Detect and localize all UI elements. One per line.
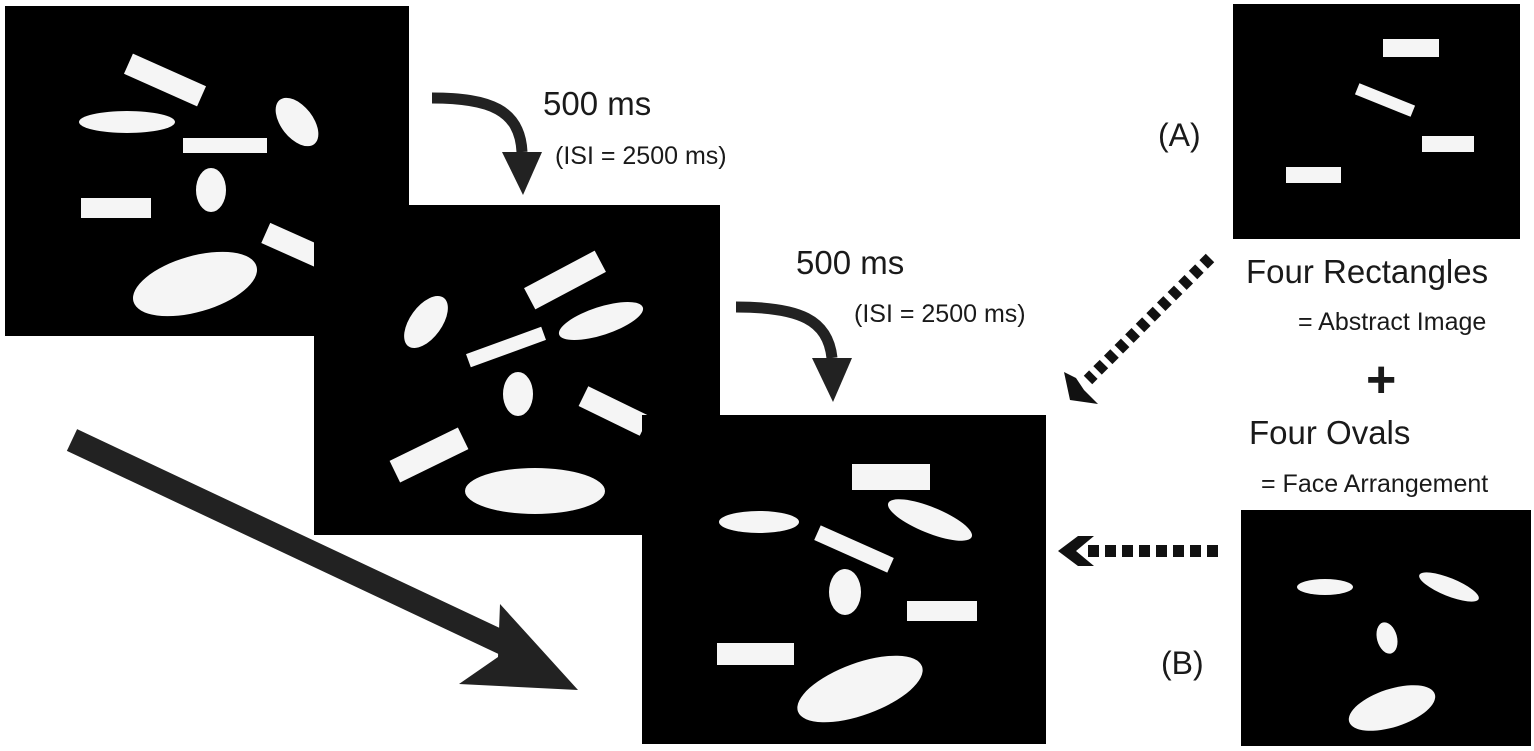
condition-b-title: Four Ovals — [1249, 414, 1411, 451]
curved-arrow-1-head — [502, 152, 542, 195]
oval — [558, 301, 644, 341]
rectangle — [852, 464, 930, 490]
plus-sign: + — [1366, 351, 1397, 409]
curved-arrow-1 — [431, 92, 528, 153]
rectangle — [524, 250, 606, 310]
oval — [1419, 572, 1479, 602]
rectangle — [1354, 83, 1416, 117]
dashed-arrow-a — [1083, 253, 1215, 385]
timing-duration-1: 500 ms — [543, 85, 652, 122]
rectangle — [1422, 136, 1474, 152]
timing-isi-1: (ISI = 2500 ms) — [555, 142, 727, 170]
oval — [404, 295, 448, 349]
oval — [797, 655, 923, 723]
curved-arrow-2 — [735, 301, 838, 359]
oval — [132, 251, 258, 317]
rectangle — [183, 138, 267, 153]
rectangle — [1286, 167, 1341, 183]
condition-a-description: = Abstract Image — [1298, 308, 1487, 336]
oval — [887, 499, 973, 541]
oval — [719, 511, 799, 533]
stimulus-panel-1 — [5, 6, 409, 336]
rectangle — [466, 326, 546, 368]
diagonal-arrow-head — [459, 604, 578, 690]
rectangle — [389, 427, 469, 483]
curved-arrow-2-head — [812, 358, 852, 402]
oval — [465, 468, 605, 514]
rectangle — [81, 198, 151, 218]
stimulus-four-rectangles — [1233, 4, 1520, 239]
dashed-arrow-b-head — [1058, 536, 1094, 566]
oval — [1297, 579, 1353, 595]
oval — [829, 569, 861, 615]
rectangle — [123, 53, 207, 107]
oval — [503, 372, 533, 416]
stimulus-four-ovals — [1241, 510, 1531, 746]
four-ovals-shapes — [1297, 572, 1479, 731]
rectangle — [907, 601, 977, 621]
timing-duration-2: 500 ms — [796, 244, 905, 281]
condition-a-title: Four Rectangles — [1246, 253, 1489, 290]
stimulus-1-shapes — [79, 53, 329, 317]
condition-b-description: = Face Arrangement — [1261, 470, 1489, 498]
oval — [1348, 685, 1436, 731]
oval — [1376, 622, 1398, 654]
stimulus-combined-shapes — [717, 464, 977, 723]
rectangle — [1383, 39, 1439, 57]
oval — [196, 168, 226, 212]
rectangle — [261, 222, 329, 270]
rectangle — [717, 643, 794, 665]
dashed-arrow-a-head — [1064, 372, 1098, 404]
rectangle — [814, 525, 894, 573]
oval — [79, 111, 175, 133]
condition-a-label: (A) — [1158, 117, 1201, 153]
four-rectangles-shapes — [1286, 39, 1474, 183]
stimulus-panel-combined — [642, 415, 1046, 744]
condition-b-label: (B) — [1161, 645, 1204, 681]
timing-isi-2: (ISI = 2500 ms) — [854, 300, 1026, 328]
rectangle — [578, 386, 650, 436]
oval — [275, 97, 319, 147]
